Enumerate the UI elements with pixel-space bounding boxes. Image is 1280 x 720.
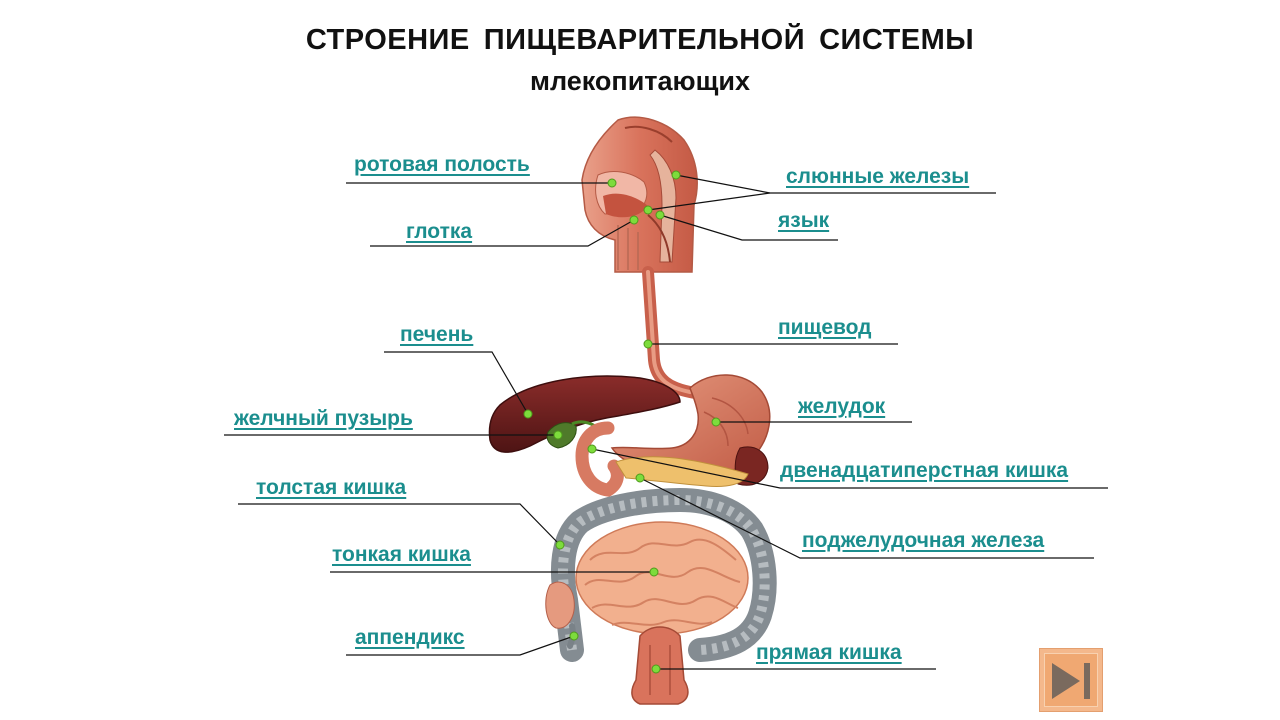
marker-colon (555, 540, 565, 550)
leader-duodenum (591, 448, 1108, 489)
marker-pharynx (629, 215, 639, 225)
label-gallbladder: желчный пузырь (234, 407, 413, 430)
marker-salivary-lower (643, 205, 653, 215)
stomach-folds (703, 397, 749, 447)
leader-liver (384, 351, 529, 415)
marker-rectum (651, 664, 661, 674)
play-next-icon (1052, 663, 1090, 699)
marker-duodenum (587, 444, 597, 454)
label-tongue: язык (778, 209, 830, 232)
marker-small-intestine (649, 567, 659, 577)
rectum-folds (649, 645, 671, 695)
leader-pharynx (370, 219, 635, 247)
leader-pancreas (639, 477, 1094, 559)
leader-appendix (346, 635, 575, 656)
label-esophagus: пищевод (778, 316, 872, 339)
label-duodenum: двенадцатиперстная кишка (780, 459, 1069, 482)
label-stomach: желудок (798, 395, 886, 418)
title-word-3: СИСТЕМЫ (819, 24, 975, 56)
label-pancreas: поджелудочная железа (802, 529, 1045, 552)
page-title: СТРОЕНИЕ ПИЩЕВАРИТЕЛЬНОЙ СИСТЕМЫ (0, 24, 1280, 57)
next-slide-button[interactable] (1039, 648, 1103, 712)
title-word-2: ПИЩЕВАРИТЕЛЬНОЙ (483, 24, 806, 56)
label-pharynx: глотка (406, 220, 473, 243)
marker-salivary-upper (671, 170, 681, 180)
pancreas-shape (615, 456, 749, 487)
label-mouth: ротовая полость (354, 153, 530, 176)
leader-lines (224, 174, 1108, 670)
esophagus-highlight (646, 270, 692, 394)
marker-dots (523, 170, 721, 674)
leader-salivary-lower (647, 192, 771, 211)
duodenum-shape (575, 421, 624, 497)
label-colon: толстая кишка (256, 476, 407, 499)
head-section (581, 116, 698, 273)
rectum-shape (631, 626, 689, 705)
marker-tongue (655, 210, 665, 220)
marker-pancreas (635, 473, 645, 483)
label-rectum: прямая кишка (756, 641, 902, 664)
label-salivary-glands: слюнные железы (786, 165, 970, 188)
label-liver: печень (400, 323, 474, 346)
marker-liver (523, 409, 533, 419)
label-small-intestine: тонкая кишка (332, 543, 471, 566)
label-appendix: аппендикс (355, 626, 465, 649)
liver-shape (488, 375, 681, 453)
small-intestine-shape (575, 521, 749, 635)
marker-appendix (569, 631, 579, 641)
title-word-1: СТРОЕНИЕ (305, 24, 470, 56)
marker-mouth (607, 178, 617, 188)
marker-stomach (711, 417, 721, 427)
marker-gallbladder (553, 430, 563, 440)
page-subtitle: млекопитающих (529, 66, 751, 96)
leader-tongue (659, 214, 838, 241)
marker-esophagus (643, 339, 653, 349)
cecum-shape (545, 581, 575, 629)
colon-haustra (557, 494, 770, 655)
esophagus-shape (642, 266, 706, 400)
leader-colon (238, 503, 561, 546)
